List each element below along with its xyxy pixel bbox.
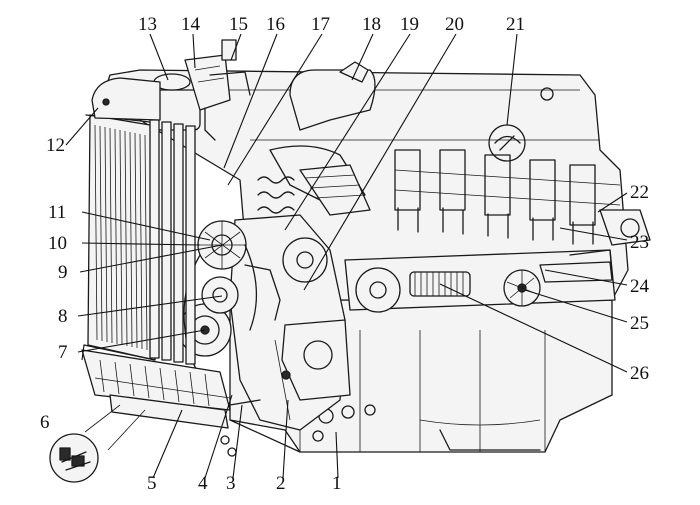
callout-21: 21	[506, 14, 525, 35]
callout-3: 3	[226, 473, 236, 494]
callout-26: 26	[630, 363, 649, 384]
callout-20: 20	[445, 14, 464, 35]
callout-4: 4	[198, 473, 208, 494]
fuel-filter	[539, 209, 651, 283]
engine-illustration	[49, 39, 651, 483]
callout-14: 14	[181, 14, 201, 35]
callout-15: 15	[229, 14, 248, 35]
callout-7: 7	[58, 342, 68, 363]
callout-6: 6	[40, 412, 50, 433]
callout-23: 23	[630, 232, 649, 253]
callout-9: 9	[58, 262, 68, 283]
drain-valve-detail	[49, 404, 146, 483]
callout-2: 2	[276, 473, 286, 494]
intake-manifold	[257, 61, 376, 216]
injector-row	[394, 149, 621, 245]
callout-18: 18	[362, 14, 381, 35]
callout-19: 19	[400, 14, 419, 35]
callout-5: 5	[147, 473, 157, 494]
callout-1: 1	[332, 473, 342, 494]
callout-17: 17	[311, 14, 330, 35]
callout-22: 22	[630, 182, 649, 203]
callout-24: 24	[630, 276, 650, 297]
callout-8: 8	[58, 306, 68, 327]
callout-13: 13	[138, 14, 157, 35]
callout-12: 12	[46, 135, 65, 156]
callout-10: 10	[48, 233, 67, 254]
callout-16: 16	[266, 14, 285, 35]
callout-labels: 1 2 3 4 5 6 7 8 9 10 11 12 13 14 15 16 1…	[40, 14, 650, 494]
callout-25: 25	[630, 313, 649, 334]
sump-detail	[220, 419, 301, 457]
callout-11: 11	[48, 202, 66, 223]
leader-lines	[65, 33, 628, 479]
